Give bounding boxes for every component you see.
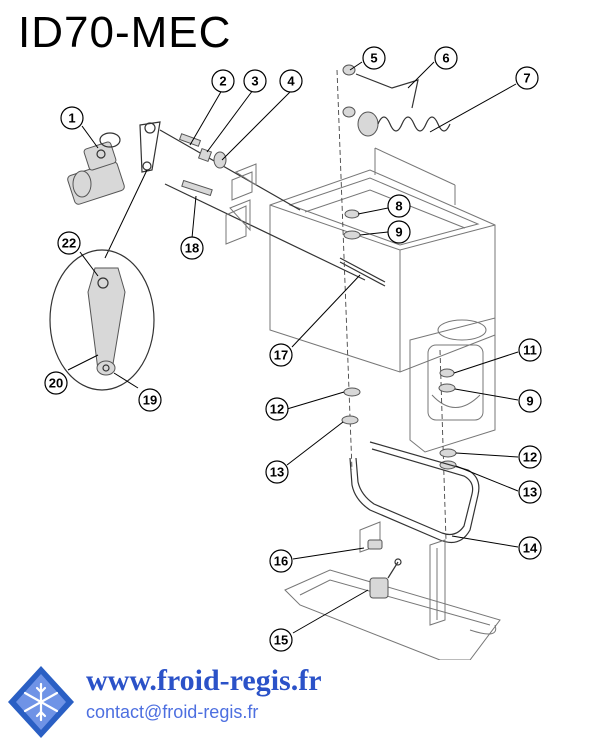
callout-17: 17 [269,343,293,367]
dispenser-housing [409,317,496,453]
gear-motor [67,132,125,205]
callout-22: 22 [57,231,81,255]
svg-text:18: 18 [185,241,199,256]
bearing-brackets [225,163,257,245]
callout-14: 14 [518,536,542,560]
shaft [164,179,366,281]
callout-11: 11 [518,338,542,362]
callout-2: 2 [211,69,235,93]
svg-text:11: 11 [523,343,537,358]
right-washers [438,368,457,470]
svg-text:15: 15 [274,633,288,648]
spring-lever-group [342,64,451,137]
svg-text:4: 4 [287,74,295,89]
svg-text:12: 12 [270,402,284,417]
callout-12-left: 12 [265,397,289,421]
callout-19: 19 [138,388,162,412]
callout-20: 20 [44,371,68,395]
snowflake-logo [8,666,74,738]
stop-block [369,558,402,599]
svg-text:17: 17 [274,348,288,363]
svg-text:16: 16 [274,554,288,569]
svg-text:9: 9 [526,394,533,409]
svg-text:3: 3 [251,74,258,89]
callout-15: 15 [269,628,293,652]
svg-text:13: 13 [270,465,284,480]
callout-4: 4 [279,69,303,93]
svg-text:8: 8 [395,199,402,214]
svg-text:22: 22 [62,236,76,251]
svg-text:2: 2 [219,74,226,89]
support-bracket [359,521,446,626]
callout-3: 3 [243,69,267,93]
top-washers [343,209,361,240]
svg-text:7: 7 [523,71,530,86]
contact-email-link[interactable]: contact@froid-regis.fr [86,702,259,722]
bent-rod [349,441,480,543]
left-washers [341,387,361,425]
crank-arm [104,121,161,259]
svg-text:9: 9 [395,225,402,240]
leader-lines [67,61,519,634]
svg-text:1: 1 [68,111,75,126]
diagram-title: ID70-MEC [18,8,232,57]
callout-18: 18 [180,236,204,260]
callout-5: 5 [362,46,386,70]
auger-shaft [339,257,386,287]
website-link[interactable]: www.froid-regis.fr [86,664,322,697]
base-plate [284,569,501,660]
callout-1: 1 [60,106,84,130]
callout-6: 6 [434,46,458,70]
svg-text:19: 19 [143,393,157,408]
svg-text:14: 14 [523,541,538,556]
detail-view [49,249,155,391]
svg-text:5: 5 [370,51,377,66]
callout-8: 8 [387,194,411,218]
callout-13-left: 13 [265,460,289,484]
exploded-parts-diagram: 1 2 3 4 5 6 7 8 9 11 9 12 12 13 13 14 15… [44,46,542,660]
callout-9-top: 9 [387,220,411,244]
callout-13-right: 13 [518,480,542,504]
callout-9-right: 9 [518,389,542,413]
callout-16: 16 [269,549,293,573]
svg-text:13: 13 [523,485,537,500]
svg-text:12: 12 [523,450,537,465]
svg-text:20: 20 [49,376,63,391]
svg-text:6: 6 [442,51,449,66]
assembly-axis [336,69,447,541]
callout-12-right: 12 [518,445,542,469]
cabinet-body [269,147,496,373]
callout-7: 7 [515,66,539,90]
axle-assembly [159,129,301,211]
